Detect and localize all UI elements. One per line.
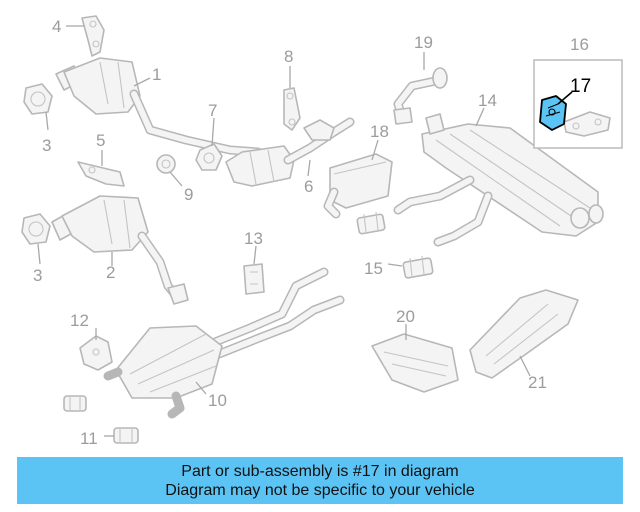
callout-4: 4 <box>52 17 61 36</box>
callout-3-lower: 3 <box>33 266 42 285</box>
part-15-clamp-upper <box>356 211 386 235</box>
info-banner: Part or sub-assembly is #17 in diagram D… <box>17 457 623 504</box>
callout-7: 7 <box>208 101 217 120</box>
callout-1: 1 <box>152 65 161 84</box>
part-10-front-muffler <box>103 267 345 419</box>
part-19-tailpipe <box>393 67 448 125</box>
part-7-gasket <box>195 143 223 171</box>
part-6-catalytic-converter <box>225 117 355 187</box>
callout-2: 2 <box>106 263 115 282</box>
callout-19: 19 <box>414 33 433 52</box>
part-13-hanger <box>243 263 265 295</box>
banner-line-2: Diagram may not be specific to your vehi… <box>165 481 475 499</box>
callout-18: 18 <box>370 122 389 141</box>
part-14-rear-muffler <box>393 113 604 247</box>
callout-14: 14 <box>478 91 497 110</box>
banner-line-1: Part or sub-assembly is #17 in diagram <box>181 462 459 480</box>
part-11-clamp-upper <box>63 395 87 412</box>
callout-20: 20 <box>396 307 415 326</box>
part-5-bracket <box>77 161 125 187</box>
part-11-clamp-lower <box>113 427 139 444</box>
part-4-bracket <box>81 15 105 57</box>
callout-6: 6 <box>304 177 313 196</box>
callout-21: 21 <box>528 373 547 392</box>
callout-13: 13 <box>244 229 263 248</box>
callout-8: 8 <box>284 47 293 66</box>
part-9-gasket <box>156 154 176 174</box>
part-2-catalytic-converter <box>51 195 189 305</box>
part-20-heat-shield <box>371 333 459 393</box>
callout-17-highlighted: 17 <box>570 76 591 97</box>
callout-10: 10 <box>208 391 227 410</box>
leader-lines <box>37 25 573 437</box>
callout-9: 9 <box>184 185 193 204</box>
part-17-rubber-mount-highlighted <box>539 95 567 131</box>
part-1-catalytic-converter <box>55 57 263 157</box>
part-3-gasket-lower <box>21 213 51 245</box>
part-15-clamp-lower <box>402 255 434 279</box>
callout-15: 15 <box>364 259 383 278</box>
part-3-gasket-upper <box>23 83 53 115</box>
part-18-resonator <box>323 153 393 219</box>
callout-3-upper: 3 <box>42 136 51 155</box>
callout-16: 16 <box>570 35 589 54</box>
exhaust-system-diagram: 4 3 3 1 2 5 7 8 9 6 19 18 14 16 17 15 13… <box>21 15 623 448</box>
callout-11: 11 <box>80 429 98 448</box>
callout-5: 5 <box>96 131 105 150</box>
part-12-bracket <box>79 335 113 371</box>
part-21-heat-shield <box>469 289 579 379</box>
callout-12: 12 <box>70 311 89 330</box>
part-8-hanger <box>283 87 301 131</box>
